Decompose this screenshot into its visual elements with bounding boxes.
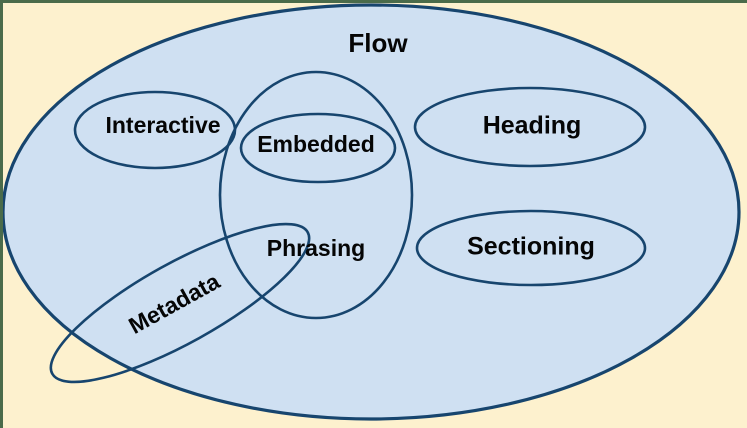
phrasing-ellipse	[218, 70, 414, 320]
set-metadata[interactable]	[33, 197, 327, 409]
set-embedded[interactable]	[239, 112, 397, 184]
set-phrasing[interactable]	[218, 70, 414, 320]
frame-edge-top	[0, 0, 747, 3]
set-flow[interactable]: Flow	[1, 3, 741, 421]
phrasing-label: Phrasing	[267, 235, 365, 261]
frame-edge-left	[0, 0, 3, 428]
flow-label: Flow	[348, 28, 408, 58]
set-sectioning[interactable]	[415, 209, 647, 287]
set-heading[interactable]	[413, 86, 647, 168]
flow-ellipse	[1, 3, 741, 421]
embedded-ellipse	[239, 112, 397, 184]
sectioning-ellipse	[415, 209, 647, 287]
metadata-ellipse	[49, 222, 311, 384]
embedded-label: Embedded	[257, 131, 375, 157]
heading-ellipse	[413, 86, 647, 168]
interactive-label: Interactive	[105, 112, 220, 138]
heading-label: Heading	[483, 112, 582, 140]
sectioning-label: Sectioning	[467, 233, 595, 261]
